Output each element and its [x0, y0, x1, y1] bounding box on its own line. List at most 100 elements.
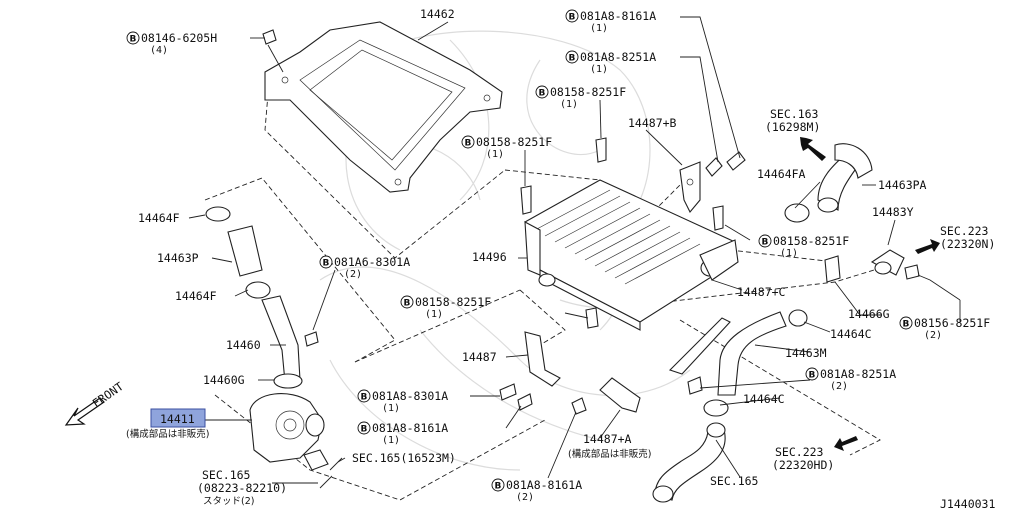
- svg-text:08158-8251F: 08158-8251F: [476, 135, 552, 149]
- svg-text:(2): (2): [830, 381, 848, 392]
- svg-text:B: B: [361, 393, 368, 403]
- svg-text:(22320HD): (22320HD): [772, 458, 834, 472]
- label-14463PA: 14463PA: [878, 178, 927, 192]
- svg-text:(2): (2): [516, 492, 534, 503]
- pipe-sec165: [652, 422, 726, 503]
- svg-text:08146-6205H: 08146-6205H: [141, 31, 217, 45]
- svg-text:(4): (4): [150, 45, 168, 56]
- svg-text:B: B: [130, 35, 137, 45]
- label-14464F-upper: 14464F: [138, 211, 180, 225]
- label-14464C-lower: 14464C: [743, 392, 785, 406]
- svg-text:(1): (1): [486, 149, 504, 160]
- label-14411-group: 14411 (構成部品は非販売): [126, 408, 209, 440]
- svg-text:(1): (1): [590, 64, 608, 75]
- turbocharger-14411: [249, 393, 329, 471]
- svg-text:(2): (2): [344, 269, 362, 280]
- svg-text:B: B: [809, 371, 816, 381]
- svg-text:B: B: [903, 320, 910, 330]
- bolt-label-08158-8251F-d: B 08158-8251F (1): [400, 295, 491, 320]
- heat-shield-14462: [262, 21, 503, 193]
- svg-text:SEC.165: SEC.165: [202, 468, 250, 482]
- bolt-label-081A8-8251A-top: B 081A8-8251A (1): [565, 50, 656, 75]
- label-14487C: 14487+C: [737, 285, 786, 299]
- label-14487: 14487: [462, 350, 497, 364]
- svg-text:14487+A: 14487+A: [583, 432, 632, 446]
- label-14464F-lower: 14464F: [175, 289, 217, 303]
- svg-text:(1): (1): [425, 309, 443, 320]
- label-14460: 14460: [226, 338, 261, 352]
- label-14463M: 14463M: [785, 346, 827, 360]
- svg-text:B: B: [361, 425, 368, 435]
- hose-14463PA: [784, 143, 873, 223]
- svg-text:(2): (2): [924, 330, 942, 341]
- label-sec165-16523M: SEC.165(16523M): [352, 451, 456, 465]
- bolt-label-08156-8251F: B 08156-8251F (2): [899, 316, 990, 341]
- svg-text:B: B: [465, 139, 472, 149]
- leader-lines: [188, 16, 961, 484]
- svg-text:081A6-8301A: 081A6-8301A: [334, 255, 410, 269]
- svg-text:スタッド(2): スタッド(2): [203, 496, 254, 507]
- label-14463P: 14463P: [157, 251, 199, 265]
- svg-text:B: B: [323, 259, 330, 269]
- bolt-label-081A8-8161A-bottom: B 081A8-8161A (2): [491, 478, 582, 503]
- svg-text:(1): (1): [382, 403, 400, 414]
- svg-text:14411: 14411: [160, 412, 195, 426]
- label-14487B: 14487+B: [628, 116, 677, 130]
- svg-text:081A8-8251A: 081A8-8251A: [580, 50, 656, 64]
- bracket-14487B: [679, 161, 701, 213]
- bolt-label-08158-8251F-a: B 08158-8251F (1): [535, 85, 626, 110]
- svg-text:B: B: [539, 89, 546, 99]
- bracket-14487C: [668, 317, 731, 375]
- bracket-14487A: [599, 377, 641, 413]
- small-fasteners: [304, 137, 920, 489]
- label-14464FA: 14464FA: [757, 167, 806, 181]
- bolt-label-081A8-8161A-top: B 081A8-8161A (1): [565, 9, 656, 34]
- svg-text:081A8-8251A: 081A8-8251A: [820, 367, 896, 381]
- label-sec165-stud: SEC.165 (08223-82210) スタッド(2): [197, 468, 287, 507]
- section-label-sec223-bottom: SEC.223 (22320HD): [772, 445, 834, 472]
- label-14483Y: 14483Y: [872, 205, 914, 219]
- svg-text:08158-8251F: 08158-8251F: [415, 295, 491, 309]
- intercooler-14496: [524, 179, 739, 331]
- label-14487A-group: 14487+A (構成部品は非販売): [568, 432, 651, 460]
- section-label-sec163: SEC.163 (16298M): [765, 107, 820, 134]
- label-14496: 14496: [472, 250, 507, 264]
- svg-text:08158-8251F: 08158-8251F: [773, 234, 849, 248]
- bolt-label-081A6-8301A: B 081A6-8301A (2): [319, 255, 410, 280]
- svg-text:(08223-82210): (08223-82210): [197, 481, 287, 495]
- direction-arrows: [64, 137, 940, 451]
- label-14466G: 14466G: [848, 307, 890, 321]
- bolt-label-08158-8251F-b: B 08158-8251F (1): [461, 135, 552, 160]
- hose-14463M: [703, 309, 808, 417]
- svg-text:081A8-8161A: 081A8-8161A: [580, 9, 656, 23]
- bracket-14487: [524, 331, 561, 387]
- svg-text:08156-8251F: 08156-8251F: [914, 316, 990, 330]
- svg-text:B: B: [404, 299, 411, 309]
- pipe-14460-assembly: [205, 206, 303, 389]
- svg-text:B: B: [762, 238, 769, 248]
- front-direction-label: FRONT: [90, 379, 126, 410]
- bolt-label-081A8-8161A-mid: B 081A8-8161A (1): [357, 421, 448, 446]
- svg-text:(16298M): (16298M): [765, 120, 820, 134]
- svg-text:B: B: [569, 13, 576, 23]
- svg-text:(22320N): (22320N): [940, 237, 995, 251]
- svg-text:SEC.163: SEC.163: [770, 107, 819, 121]
- svg-text:B: B: [569, 54, 576, 64]
- bolt-label-08158-8251F-c: B 08158-8251F (1): [758, 234, 849, 259]
- bolt-label-081A8-8301A: B 081A8-8301A (1): [357, 389, 448, 414]
- label-14462: 14462: [420, 7, 455, 21]
- svg-text:081A8-8161A: 081A8-8161A: [506, 478, 582, 492]
- svg-text:081A8-8301A: 081A8-8301A: [372, 389, 448, 403]
- sensor-14483Y: [824, 249, 905, 283]
- label-sec165-bottom: SEC.165: [710, 474, 758, 488]
- svg-text:(1): (1): [780, 248, 798, 259]
- svg-text:B: B: [495, 482, 502, 492]
- label-14460G: 14460G: [203, 373, 245, 387]
- svg-text:(1): (1): [590, 23, 608, 34]
- section-label-sec223-right: SEC.223 (22320N): [940, 224, 995, 251]
- svg-text:SEC.223: SEC.223: [775, 445, 824, 459]
- svg-text:081A8-8161A: 081A8-8161A: [372, 421, 448, 435]
- svg-text:(構成部品は非販売): (構成部品は非販売): [568, 448, 651, 460]
- svg-text:(構成部品は非販売): (構成部品は非販売): [126, 428, 209, 440]
